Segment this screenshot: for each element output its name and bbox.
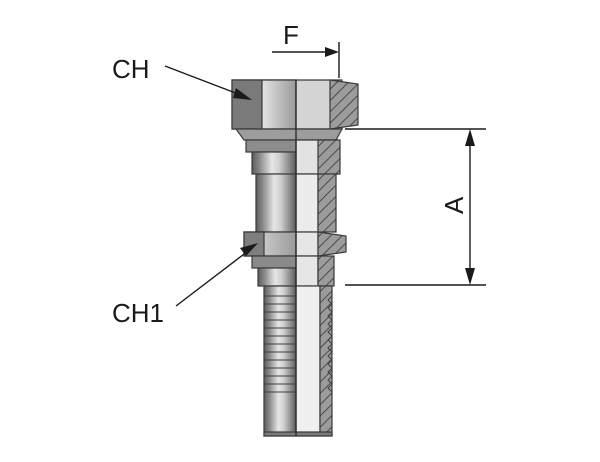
- fitting-body: [231, 79, 359, 437]
- dimension-a: A: [345, 128, 486, 286]
- dimension-f: F: [272, 20, 340, 78]
- body-cylinder: [255, 173, 337, 233]
- label-ch1: CH1: [112, 243, 258, 328]
- nut-neck: [245, 139, 341, 175]
- dimension-a-label: A: [439, 196, 469, 214]
- label-ch1-text: CH1: [112, 298, 164, 328]
- hex-ch1: [243, 231, 347, 257]
- label-ch-text: CH: [112, 54, 150, 84]
- hex-nut-ch: [231, 79, 359, 141]
- hose-tail: [263, 285, 333, 437]
- label-ch: CH: [112, 54, 252, 100]
- dimension-f-label: F: [283, 20, 299, 50]
- collar: [251, 255, 335, 287]
